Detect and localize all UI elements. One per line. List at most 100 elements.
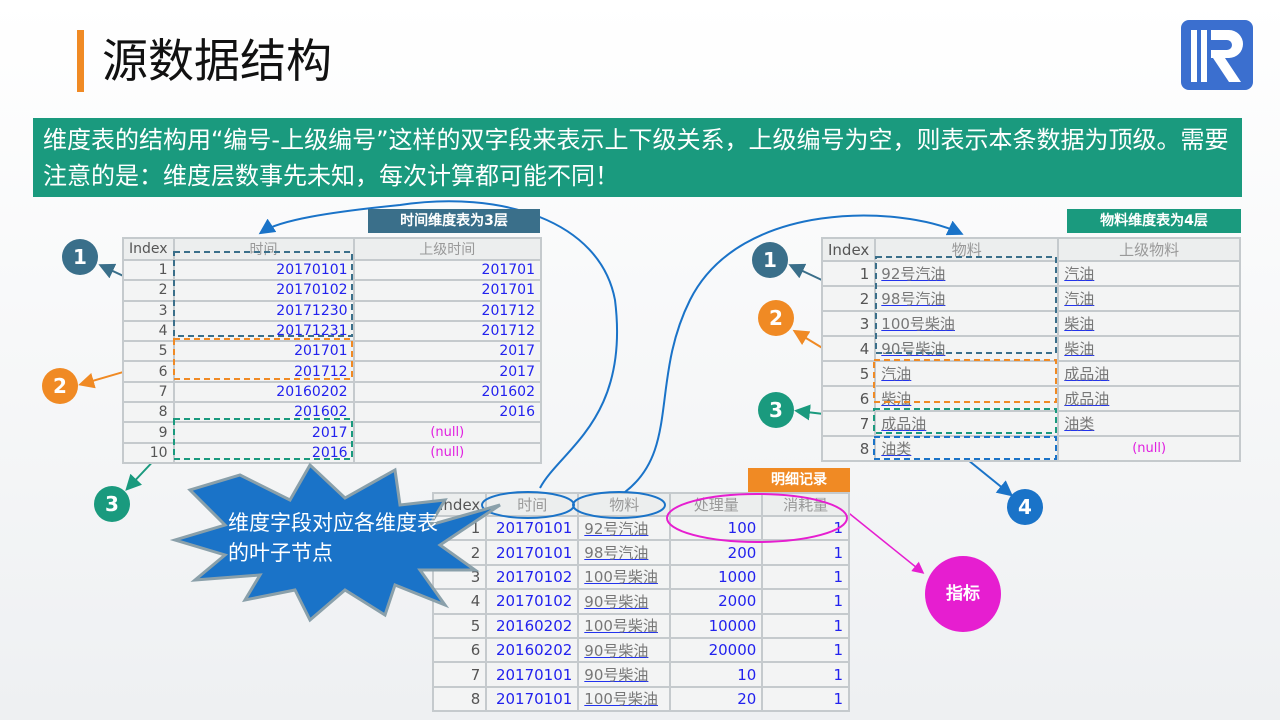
table-cell: 100号柴油 <box>874 310 1060 337</box>
column-header: 物料 <box>577 492 672 517</box>
table-cell: 20170101 <box>485 661 580 688</box>
table-cell: 2017 <box>352 360 543 383</box>
table-cell: 1 <box>761 636 850 664</box>
cell-link[interactable]: 92号汽油 <box>881 265 946 283</box>
table-cell: 2016 <box>352 401 543 424</box>
table-cell: 20170102 <box>485 563 580 591</box>
cell-link[interactable]: 油类 <box>1064 415 1095 433</box>
cell-link[interactable]: 汽油 <box>881 365 912 383</box>
table-cell: 92号汽油 <box>577 514 672 542</box>
indicator-badge: 指标 <box>925 556 1001 632</box>
cell-link[interactable]: 100号柴油 <box>881 315 955 333</box>
column-header: 物料 <box>874 237 1060 262</box>
cell-link[interactable]: 柴油 <box>1064 340 1095 358</box>
table-cell: 20170102 <box>172 279 355 302</box>
logo-r-icon <box>1181 20 1253 90</box>
table-cell: 20170101 <box>485 685 580 713</box>
cell-link[interactable]: 100号柴油 <box>584 690 658 709</box>
table-cell: 201712 <box>352 319 543 343</box>
column-header: 时间 <box>485 492 580 517</box>
table-cell: 201701 <box>172 340 355 363</box>
table-cell: 成品油 <box>874 410 1060 437</box>
cell-link[interactable]: 100号柴油 <box>584 568 658 587</box>
table-cell: 90号柴油 <box>874 335 1060 362</box>
cell-link[interactable]: 90号柴油 <box>584 592 649 611</box>
marker-1-right: 1 <box>752 242 788 278</box>
table-cell: 2016 <box>172 441 355 464</box>
table-cell: 20171231 <box>172 319 355 343</box>
table-cell: 1 <box>761 514 850 542</box>
table-cell: 4 <box>820 335 877 362</box>
cell-link[interactable]: 90号柴油 <box>584 641 649 660</box>
table-cell: 20170102 <box>485 588 580 615</box>
table-cell: (null) <box>1057 435 1241 462</box>
cell-link[interactable]: 柴油 <box>1064 315 1095 333</box>
cell-link[interactable]: 100号柴油 <box>584 617 658 636</box>
column-header: Index <box>431 492 488 517</box>
column-header: 处理量 <box>669 492 764 517</box>
cell-link[interactable]: 汽油 <box>1064 290 1095 308</box>
column-header: 时间 <box>172 237 355 261</box>
cell-link[interactable]: 98号汽油 <box>584 544 649 563</box>
cell-link[interactable]: 汽油 <box>1064 265 1095 283</box>
table-cell: 7 <box>431 661 488 688</box>
cell-link[interactable]: 成品油 <box>1064 365 1110 383</box>
table-cell: 5 <box>820 360 877 387</box>
table-cell: 98号汽油 <box>577 539 672 566</box>
slide-title: 源数据结构 <box>102 34 332 88</box>
table-cell: 柴油 <box>1057 335 1241 362</box>
cell-link[interactable]: 90号柴油 <box>881 340 946 358</box>
table-cell: 2 <box>122 279 175 302</box>
cell-link[interactable]: 98号汽油 <box>881 290 946 308</box>
table-cell: 8 <box>431 685 488 713</box>
table-cell: 20160202 <box>172 380 355 404</box>
table-cell: 9 <box>122 421 175 444</box>
column-header: 消耗量 <box>761 492 850 517</box>
table-cell: 1 <box>761 612 850 639</box>
cell-link[interactable]: 油类 <box>881 440 912 458</box>
column-header: 上级物料 <box>1057 237 1241 262</box>
table-cell: 2000 <box>669 588 764 615</box>
cell-link[interactable]: 92号汽油 <box>584 519 649 538</box>
table-cell: 201701 <box>352 258 543 282</box>
table-cell: 7 <box>820 410 877 437</box>
cell-link[interactable]: 成品油 <box>881 415 927 433</box>
table-cell: 8 <box>820 435 877 462</box>
table-cell: 200 <box>669 539 764 566</box>
table-cell: 6 <box>820 385 877 412</box>
table-cell: 20170101 <box>485 539 580 566</box>
cell-link[interactable]: 90号柴油 <box>584 666 649 685</box>
table-cell: 201712 <box>172 360 355 383</box>
cell-link[interactable]: 柴油 <box>881 390 912 408</box>
cell-link[interactable]: 成品油 <box>1064 390 1110 408</box>
marker-3-left: 3 <box>94 486 130 522</box>
table-cell: 汽油 <box>874 360 1060 387</box>
table-cell: 5 <box>431 612 488 639</box>
table-cell: 汽油 <box>1057 260 1241 287</box>
table-cell: 92号汽油 <box>874 260 1060 287</box>
table-cell: 1 <box>761 588 850 615</box>
table-cell: 4 <box>431 588 488 615</box>
table-cell: 3 <box>431 563 488 591</box>
table-cell: 1000 <box>669 563 764 591</box>
table-cell: 柴油 <box>1057 310 1241 337</box>
column-header: 上级时间 <box>352 237 543 261</box>
table-cell: 1 <box>761 563 850 591</box>
table-cell: 20160202 <box>485 612 580 639</box>
table-cell: 201712 <box>352 299 543 322</box>
table-cell: 7 <box>122 380 175 404</box>
